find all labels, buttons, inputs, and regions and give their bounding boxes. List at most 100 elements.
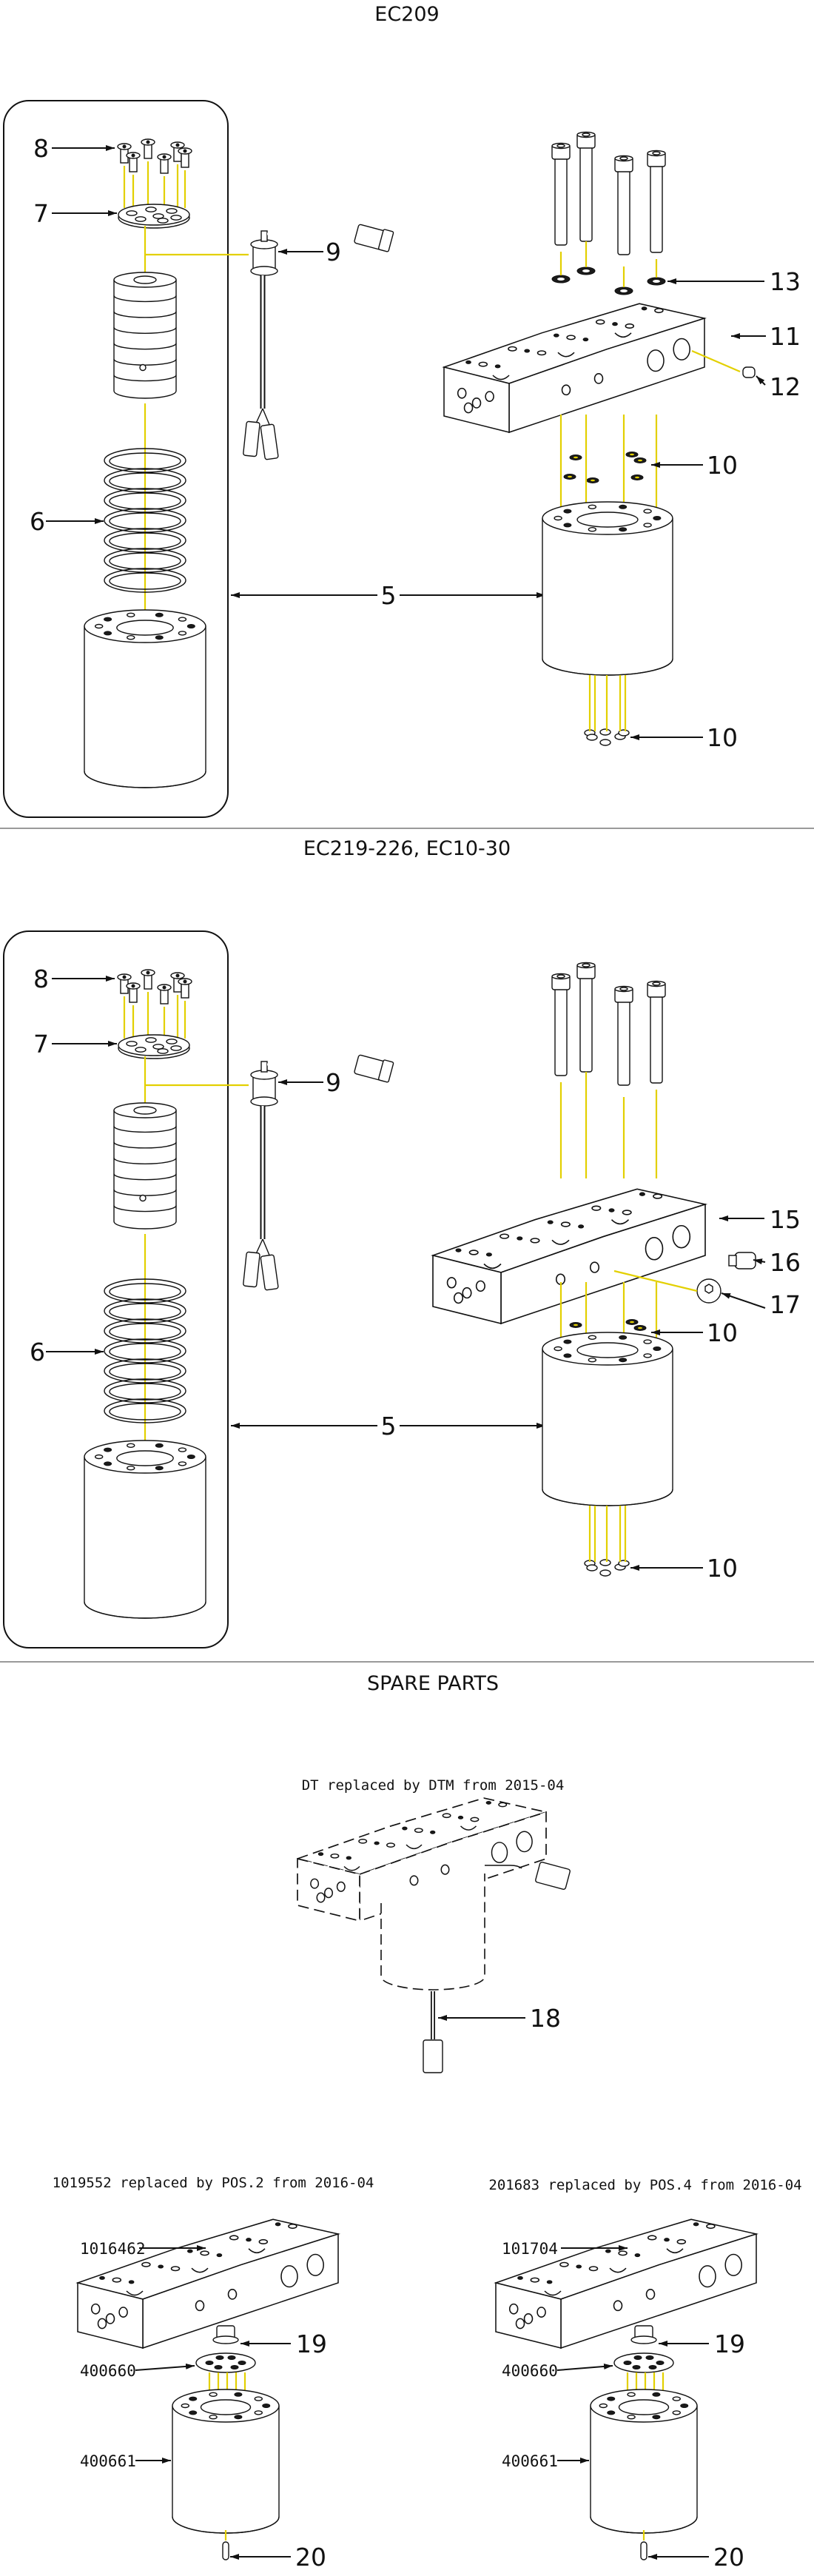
callout-20: 20 bbox=[713, 2543, 744, 2572]
manifold-front-face bbox=[359, 1811, 547, 1922]
plate-hole bbox=[166, 1039, 178, 1044]
callout-13: 13 bbox=[770, 267, 801, 296]
manifold-port bbox=[536, 350, 547, 356]
seal-ring bbox=[104, 508, 186, 533]
manifold-side-port bbox=[316, 1892, 326, 1903]
sensor-cable-top-fill bbox=[267, 1063, 360, 1070]
o-ring-hole bbox=[574, 1324, 578, 1326]
callout-19: 19 bbox=[296, 2330, 327, 2358]
left-manifold bbox=[75, 2218, 340, 2349]
manifold-front-port bbox=[440, 1864, 450, 1875]
cylinder-bolt-hole bbox=[554, 515, 562, 521]
manifold-front-port bbox=[227, 2289, 238, 2300]
callout-8: 8 bbox=[33, 965, 49, 993]
manifold-notch bbox=[551, 1239, 570, 1245]
bolt-socket bbox=[582, 133, 591, 137]
bolt-head-top bbox=[614, 985, 633, 993]
manifold-port bbox=[559, 2261, 569, 2267]
section-title: EC209 bbox=[374, 3, 439, 26]
manifold-front-port bbox=[280, 2265, 298, 2288]
cylinder-bolt-hole bbox=[680, 2404, 689, 2408]
ring-outer bbox=[104, 468, 186, 493]
manifold-port bbox=[582, 338, 589, 342]
seal-ring bbox=[104, 488, 186, 513]
manifold-notch bbox=[126, 2290, 144, 2296]
bolt-socket bbox=[619, 987, 628, 991]
manifold-port bbox=[500, 1233, 510, 1239]
countersunk-screw bbox=[117, 973, 132, 994]
manifold-port bbox=[358, 1839, 368, 1844]
socket-head-bolt bbox=[614, 985, 633, 1086]
spool-groove bbox=[113, 1158, 177, 1164]
manifold-side-port bbox=[536, 2307, 546, 2318]
manifold-port bbox=[158, 2264, 164, 2269]
check-valve-16 bbox=[728, 1252, 756, 1269]
plate-bolt bbox=[230, 2365, 239, 2369]
manifold-side-port bbox=[475, 1280, 485, 1292]
cylinder-bolt-hole bbox=[643, 1353, 652, 1358]
manifold-port bbox=[430, 1830, 436, 1834]
manifold-port bbox=[170, 2266, 181, 2272]
callout-5: 5 bbox=[381, 581, 397, 610]
ring-inner bbox=[109, 1363, 181, 1381]
section-title: EC219-226, EC10-30 bbox=[303, 837, 511, 860]
countersunk-screw bbox=[126, 982, 141, 1003]
manifold-port bbox=[141, 2261, 151, 2267]
bolt-head-top bbox=[647, 150, 666, 157]
manifold-side-port bbox=[508, 2303, 519, 2315]
manifold-front-port bbox=[613, 2300, 623, 2312]
screw-socket bbox=[131, 153, 135, 158]
manifold-block bbox=[431, 1188, 708, 1325]
plate-hole bbox=[170, 1045, 182, 1051]
seal-ring bbox=[104, 1278, 186, 1304]
cylinder-body bbox=[172, 2406, 280, 2534]
seal-ring bbox=[104, 1398, 186, 1423]
manifold-port bbox=[330, 1853, 340, 1859]
manifold-front-port bbox=[645, 2289, 656, 2300]
cylinder-bolt-hole bbox=[607, 2396, 616, 2401]
plate-bolt bbox=[648, 2365, 657, 2369]
o-ring-hole bbox=[638, 459, 642, 462]
cylinder-recess bbox=[116, 1450, 174, 1466]
ring-outer bbox=[104, 1338, 186, 1364]
manifold-port bbox=[246, 2238, 252, 2242]
manifold-port bbox=[576, 2264, 582, 2269]
cylinder-bolt-hole bbox=[186, 1455, 195, 1459]
callout-6: 6 bbox=[30, 507, 45, 536]
cylinder-bolt-hole bbox=[627, 2392, 636, 2397]
spool-groove bbox=[113, 1173, 177, 1181]
cylinder-bolt-hole bbox=[234, 2415, 243, 2420]
ring-outer bbox=[104, 1278, 186, 1304]
bolt-shank bbox=[617, 167, 630, 255]
top-connector-latch bbox=[377, 229, 394, 252]
cylinder-bolt-hole bbox=[186, 624, 195, 628]
callout-6: 6 bbox=[30, 1338, 45, 1366]
seal-ring bbox=[104, 448, 186, 473]
bolt-shank bbox=[554, 985, 568, 1076]
manifold-port bbox=[676, 2238, 687, 2244]
cylinder-bolt-hole bbox=[563, 1353, 572, 1358]
spool-groove bbox=[113, 1126, 177, 1133]
plug-17 bbox=[696, 1278, 722, 1304]
plate-bolt bbox=[632, 2365, 641, 2369]
manifold-port bbox=[186, 2249, 193, 2253]
plate-bolt bbox=[645, 2355, 654, 2360]
countersunk-screw bbox=[157, 984, 172, 1004]
bottom-o-ring bbox=[599, 728, 611, 736]
manifold-port bbox=[647, 2235, 657, 2241]
manifold-front-port bbox=[699, 2265, 716, 2288]
bottom-o-ring bbox=[586, 1564, 598, 1572]
spool-groove bbox=[113, 1141, 177, 1149]
manifold-port bbox=[608, 1208, 615, 1212]
bolt-socket bbox=[556, 974, 565, 979]
spool-bore bbox=[133, 1106, 157, 1115]
cylinder-body bbox=[542, 1349, 673, 1506]
cylinder-bolt-hole bbox=[627, 2415, 636, 2420]
plug-head bbox=[696, 1278, 722, 1304]
callout-arrow bbox=[721, 1292, 766, 1309]
spool-groove bbox=[113, 311, 177, 318]
manifold-notch bbox=[343, 1865, 360, 1871]
cylinder-bolt-hole bbox=[563, 523, 572, 528]
